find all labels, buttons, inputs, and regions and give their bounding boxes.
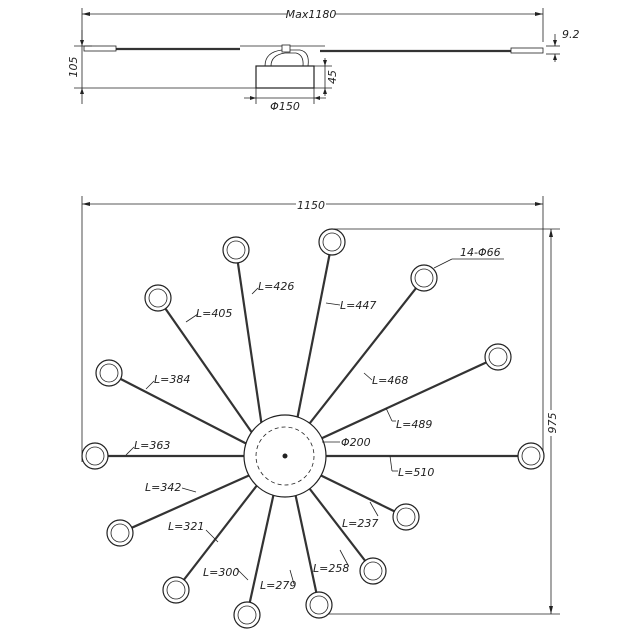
arm-length-label: L=279 xyxy=(260,579,296,592)
overall-height-label: 975 xyxy=(546,413,559,434)
base-diameter-label: Φ150 xyxy=(270,100,300,113)
arm-length-label: L=342 xyxy=(145,481,181,494)
canopy-inner xyxy=(255,426,315,486)
arm-length-label: L=363 xyxy=(134,439,170,452)
arm-length-label: L=510 xyxy=(398,466,434,479)
arm-length-label: L=447 xyxy=(340,299,376,312)
arm-length-label: L=426 xyxy=(258,280,294,293)
arm-group xyxy=(95,241,531,616)
canopy-diameter-label: Φ200 xyxy=(341,436,371,449)
lamp-heads xyxy=(81,228,545,629)
side-view: Max1180 9.2 105 45 xyxy=(67,6,580,113)
arm-length-label: L=468 xyxy=(372,374,408,387)
thickness-label: 9.2 xyxy=(562,28,580,41)
arm-length-label: L=489 xyxy=(396,418,432,431)
lamp-spec-label: 14-Φ66 xyxy=(460,246,501,259)
arm-length-label: L=300 xyxy=(203,566,239,579)
arm-length-label: L=258 xyxy=(313,562,349,575)
base-height-label: 45 xyxy=(326,70,339,84)
arm-length-label: L=384 xyxy=(154,373,190,386)
arm-length-label: L=237 xyxy=(342,517,378,530)
arm-length-label: L=321 xyxy=(168,520,204,533)
max-width-label: Max1180 xyxy=(286,8,337,21)
height-label: 105 xyxy=(67,57,80,78)
arm-length-labels: L=426 L=447 L=405 L=468 L=384 L=489 L=36… xyxy=(125,280,434,592)
overall-width-label: 1150 xyxy=(297,199,325,212)
arm-length-label: L=405 xyxy=(196,307,232,320)
side-base xyxy=(255,65,315,89)
top-view: 1150 975 xyxy=(81,196,560,629)
